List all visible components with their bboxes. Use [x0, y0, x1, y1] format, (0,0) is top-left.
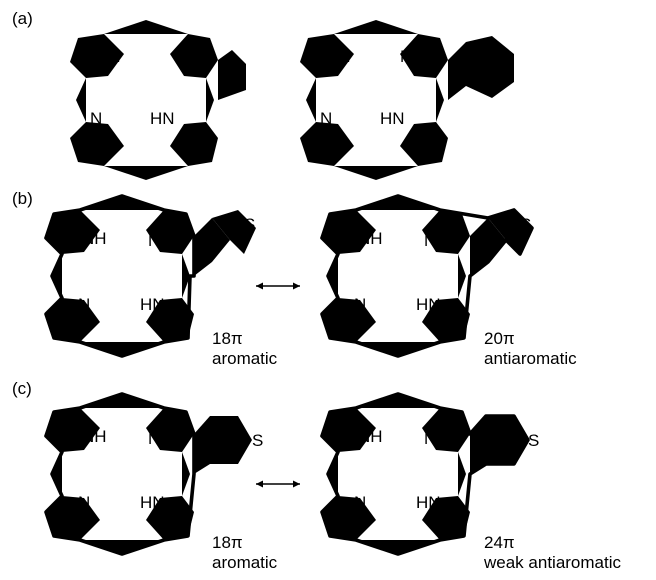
atom-n-b-right: N [424, 231, 436, 250]
molecule-b-right [320, 194, 534, 358]
atom-n2-a-left: N [90, 109, 102, 128]
caption-c-right-text: weak antiaromatic [483, 553, 622, 572]
atom-hn-b-right: HN [416, 295, 441, 314]
caption-b-left-text: aromatic [212, 349, 278, 368]
panel-c-label: (c) [12, 379, 32, 398]
atom-nh-a-left: NH [96, 47, 121, 66]
panel-b-label: (b) [12, 189, 33, 208]
atom-s-b-left: S [244, 215, 255, 234]
atom-nh-a-right: NH [326, 47, 351, 66]
atom-n2-a-right: N [320, 109, 332, 128]
atom-n-c-left: N [148, 429, 160, 448]
atom-hn-c-left: HN [140, 493, 165, 512]
atom-s-c-left: S [252, 431, 263, 450]
caption-c-left-pi: 18π [212, 533, 243, 552]
atom-hn-a-left: HN [150, 109, 175, 128]
atom-n-c-right: N [424, 429, 436, 448]
atom-n-a-right: N [400, 47, 412, 66]
molecule-c-left [44, 392, 252, 556]
atom-nh-b-right: NH [358, 229, 383, 248]
resonance-arrow-c [256, 480, 300, 488]
atom-n-b-left: N [148, 231, 160, 250]
atom-hn-c-right: HN [416, 493, 441, 512]
molecule-b-left [44, 194, 256, 358]
atom-hn-b-left: HN [140, 295, 165, 314]
atom-s-c-right: S [528, 431, 539, 450]
atom-nh-c-left: NH [82, 427, 107, 446]
atom-nh-b-left: NH [82, 229, 107, 248]
atom-n2-c-right: N [354, 493, 366, 512]
atom-s-b-right: S [520, 215, 531, 234]
molecule-a-left [70, 20, 249, 180]
resonance-arrow-b [256, 282, 300, 290]
caption-c-left-text: aromatic [212, 553, 278, 572]
atom-nh-c-right: NH [358, 427, 383, 446]
atom-n2-c-left: N [78, 493, 90, 512]
atom-n-a-left: N [180, 47, 192, 66]
caption-c-right-pi: 24π [484, 533, 515, 552]
molecule-a-right [300, 20, 514, 180]
molecule-c-right [320, 392, 530, 556]
atom-n2-b-left: N [78, 295, 90, 314]
panel-a-label: (a) [12, 9, 33, 28]
atom-n2-b-right: N [354, 295, 366, 314]
caption-b-right-pi: 20π [484, 329, 515, 348]
atom-hn-a-right: HN [380, 109, 405, 128]
caption-b-right-text: antiaromatic [484, 349, 577, 368]
caption-b-left-pi: 18π [212, 329, 243, 348]
